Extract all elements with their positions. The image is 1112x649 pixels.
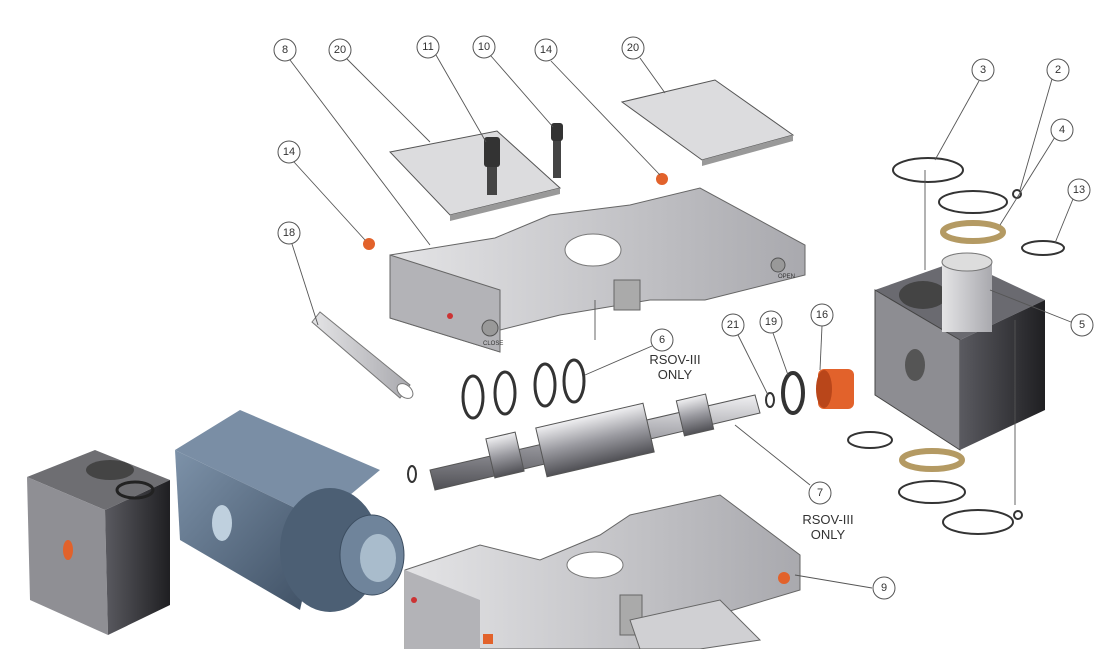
upper-manifold-block: CLOSE OPEN [389,187,806,353]
svg-text:21: 21 [727,319,739,331]
ring-19 [781,371,805,415]
note-line: ONLY [810,527,846,542]
callout-8: 8 [273,38,297,62]
leader-lines [289,54,1074,589]
left-end-block [27,450,170,635]
callout-14a: 14 [534,38,558,62]
svg-text:19: 19 [765,316,777,328]
callout-10: 10 [472,35,496,59]
callout-5: 5 [1070,313,1094,337]
callout-11: 11 [416,35,440,59]
svg-text:14: 14 [283,146,295,158]
lower-manifold-block [404,494,801,649]
right-housing [874,252,1045,451]
svg-text:10: 10 [478,41,490,53]
svg-text:9: 9 [881,582,887,594]
svg-text:7: 7 [817,487,823,499]
callout-21: 21 [721,313,745,337]
callout-16: 16 [810,303,834,327]
dowel-pin [311,311,414,399]
engraving-close: CLOSE [483,341,503,347]
svg-text:16: 16 [816,309,828,321]
callout-13: 13 [1067,178,1091,202]
svg-text:6: 6 [659,334,665,346]
callout-6: 6 [650,328,674,352]
callout-3: 3 [971,58,995,82]
socket-head-screw-short [551,123,563,178]
note-line: ONLY [657,367,693,382]
callout-19: 19 [759,310,783,334]
svg-text:5: 5 [1079,319,1085,331]
callout-7: 7 [808,481,832,505]
svg-text:8: 8 [282,44,288,56]
svg-text:20: 20 [334,44,346,56]
callout-9: 9 [872,576,896,600]
bushing-16 [816,369,854,409]
callout-20a: 20 [328,38,352,62]
washer-21 [765,392,775,408]
top-cover-plate-right [620,79,795,166]
svg-text:20: 20 [627,42,639,54]
small-o-ring [407,465,417,483]
note-rsov-7: RSOV-III ONLY [793,512,863,542]
plug-right [656,173,668,185]
actuator-body [175,410,405,612]
svg-text:3: 3 [980,64,986,76]
spool-shaft [429,393,761,491]
callout-14b: 14 [277,140,301,164]
socket-head-screw-long [484,137,500,195]
note-rsov-6: RSOV-III ONLY [640,352,710,382]
note-line: RSOV-III [802,512,854,527]
callout-20b: 20 [621,36,645,60]
callout-18: 18 [277,221,301,245]
svg-text:2: 2 [1055,64,1061,76]
plug-left [363,238,375,250]
engraving-open: OPEN [778,274,795,280]
svg-text:18: 18 [283,227,295,239]
callout-4: 4 [1050,118,1074,142]
seal-rings [461,358,586,420]
note-line: RSOV-III [649,352,701,367]
svg-text:11: 11 [422,41,433,53]
top-cover-plate-left [389,130,562,221]
svg-text:14: 14 [540,44,552,56]
housing-rings [847,157,1065,535]
callout-2: 2 [1046,58,1070,82]
svg-text:13: 13 [1073,184,1085,196]
svg-text:4: 4 [1059,124,1065,136]
